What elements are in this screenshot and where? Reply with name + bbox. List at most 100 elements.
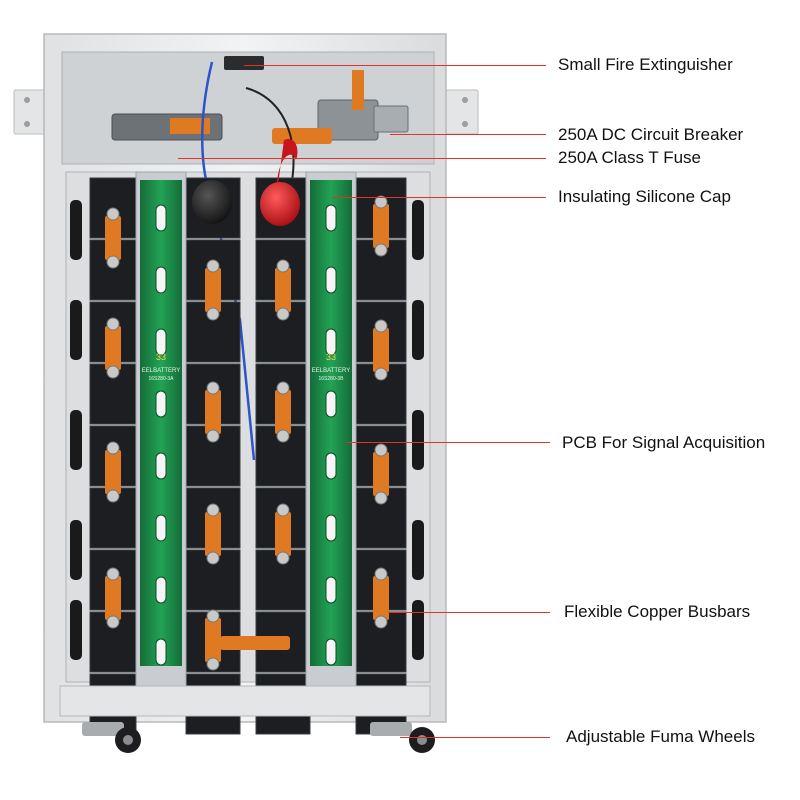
black-terminal-cap (192, 180, 232, 224)
pcb-slot (325, 452, 337, 480)
side-slot (412, 600, 424, 660)
terminal-bolt (206, 551, 220, 565)
pcb-right-code: 16S280-3B (318, 376, 344, 382)
insulating-silicone-cap (260, 139, 300, 226)
terminal-bolt (106, 441, 120, 455)
pcb-slot (325, 576, 337, 604)
side-slot (70, 410, 82, 470)
wheel-left (82, 722, 141, 753)
copper-busbar (205, 268, 221, 312)
class-t-fuse-holder (111, 113, 332, 144)
side-slot (70, 300, 82, 360)
terminal-bolt (374, 195, 388, 209)
terminal-bolt (106, 365, 120, 379)
pcb-slot (155, 452, 167, 480)
pcb-slot (325, 514, 337, 542)
terminal-bolt (106, 567, 120, 581)
copper-busbar (275, 390, 291, 434)
side-slot (70, 200, 82, 260)
side-slot (412, 300, 424, 360)
pcb-slot (155, 638, 167, 666)
terminal-bolt (206, 381, 220, 395)
side-slot (70, 520, 82, 580)
terminal-bolt (374, 319, 388, 333)
fire-extinguisher-unit (224, 56, 264, 70)
battery-modules (89, 177, 407, 735)
leader-class-t-fuse (178, 158, 546, 159)
copper-busbar (275, 268, 291, 312)
pcb-slot (155, 204, 167, 232)
pcb-left-brand: EELBATTERY (142, 368, 180, 374)
signal-wire-black (245, 87, 295, 191)
terminal-bolt (206, 503, 220, 517)
copper-busbar (205, 390, 221, 434)
pcb-slot (155, 514, 167, 542)
pcb-slot (325, 266, 337, 294)
callout-class-t-fuse: 250A Class T Fuse (558, 148, 702, 167)
leader-silicone-cap (332, 197, 546, 198)
terminal-bolt (374, 367, 388, 381)
leader-dc-breaker (390, 134, 546, 135)
terminal-bolt (276, 429, 290, 443)
pcb-slot (325, 328, 337, 356)
terminal-bolt (106, 207, 120, 221)
terminal-bolt (106, 615, 120, 629)
copper-busbar (373, 452, 389, 496)
terminal-bolt (106, 317, 120, 331)
leader-pcb (346, 442, 550, 443)
terminal-bolt (206, 429, 220, 443)
copper-busbar (373, 328, 389, 372)
leader-wheels (400, 737, 550, 738)
callout-pcb: PCB For Signal Acquisition (562, 433, 766, 452)
terminal-bolt (374, 443, 388, 457)
terminal-bolt (374, 615, 388, 629)
terminal-bolt (276, 307, 290, 321)
terminal-bolt (206, 307, 220, 321)
pcb-slot (325, 638, 337, 666)
copper-busbar (373, 576, 389, 620)
terminal-bolt (206, 657, 220, 671)
terminal-bolt (106, 255, 120, 269)
cabinet-side-slots (70, 200, 424, 660)
leader-fire-extinguisher (244, 65, 546, 66)
copper-busbar (105, 576, 121, 620)
terminal-bolt (206, 609, 220, 623)
pcb-board-left: 33 EELBATTERY 16S280-3A (135, 171, 187, 689)
copper-busbar (220, 636, 290, 650)
pcb-slot (155, 576, 167, 604)
cabinet-base (59, 685, 431, 717)
terminal-bolt (206, 259, 220, 273)
terminal-bolt (106, 489, 120, 503)
copper-busbar (105, 216, 121, 260)
pcb-left-code: 16S280-3A (148, 376, 174, 382)
callout-dc-breaker: 250A DC Circuit Breaker (558, 125, 744, 144)
copper-busbar (205, 618, 221, 662)
terminal-bolt (276, 381, 290, 395)
callout-silicone-cap: Insulating Silicone Cap (558, 187, 731, 206)
copper-busbar (373, 204, 389, 248)
copper-busbar (205, 512, 221, 556)
mounting-bracket-right (445, 89, 479, 135)
terminal-bolt (276, 551, 290, 565)
pcb-slot (155, 266, 167, 294)
pcb-board-right: 33 EELBATTERY 16S280-3B (305, 171, 357, 689)
terminal-bolt (374, 491, 388, 505)
pcb-right-badge: 33 (326, 352, 336, 362)
leader-busbars (388, 612, 550, 613)
pcb-slot (155, 390, 167, 418)
pcb-right-brand: EELBATTERY (312, 368, 350, 374)
pcb-left-badge: 33 (156, 352, 166, 362)
side-slot (412, 200, 424, 260)
terminal-bolt (374, 567, 388, 581)
side-slot (412, 520, 424, 580)
terminal-bolt (276, 259, 290, 273)
pcb-slot (325, 390, 337, 418)
terminal-bolt (374, 243, 388, 257)
copper-busbar (105, 450, 121, 494)
side-slot (70, 600, 82, 660)
callout-fire-extinguisher: Small Fire Extinguisher (558, 55, 733, 74)
callout-busbars: Flexible Copper Busbars (564, 602, 751, 621)
copper-busbar (275, 512, 291, 556)
